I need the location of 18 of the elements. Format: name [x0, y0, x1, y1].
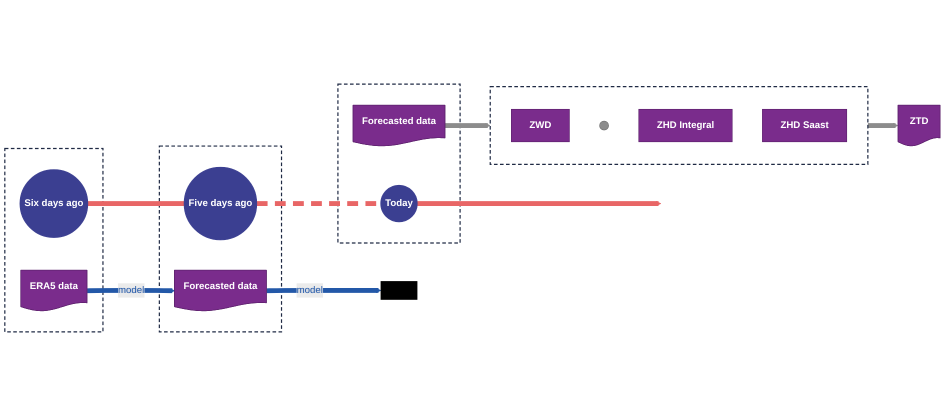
edge-label: model [118, 285, 144, 296]
edge-label: model [296, 285, 323, 296]
connector [88, 201, 184, 206]
node-cross [599, 120, 609, 130]
cluster [158, 145, 282, 332]
node-dots [380, 281, 418, 300]
arrow [417, 200, 662, 206]
cluster [337, 84, 461, 244]
cluster [490, 86, 868, 166]
node-box: ZHD Integral [638, 108, 733, 142]
node-box: ZWD [511, 108, 570, 142]
arrow [868, 122, 898, 128]
arrow [445, 122, 490, 128]
node-circle: Today [380, 184, 418, 222]
cluster [4, 148, 104, 332]
node-circle: Five days ago [184, 166, 258, 240]
node-box: ZHD Saast [762, 108, 848, 142]
node-circle: Six days ago [20, 169, 88, 238]
